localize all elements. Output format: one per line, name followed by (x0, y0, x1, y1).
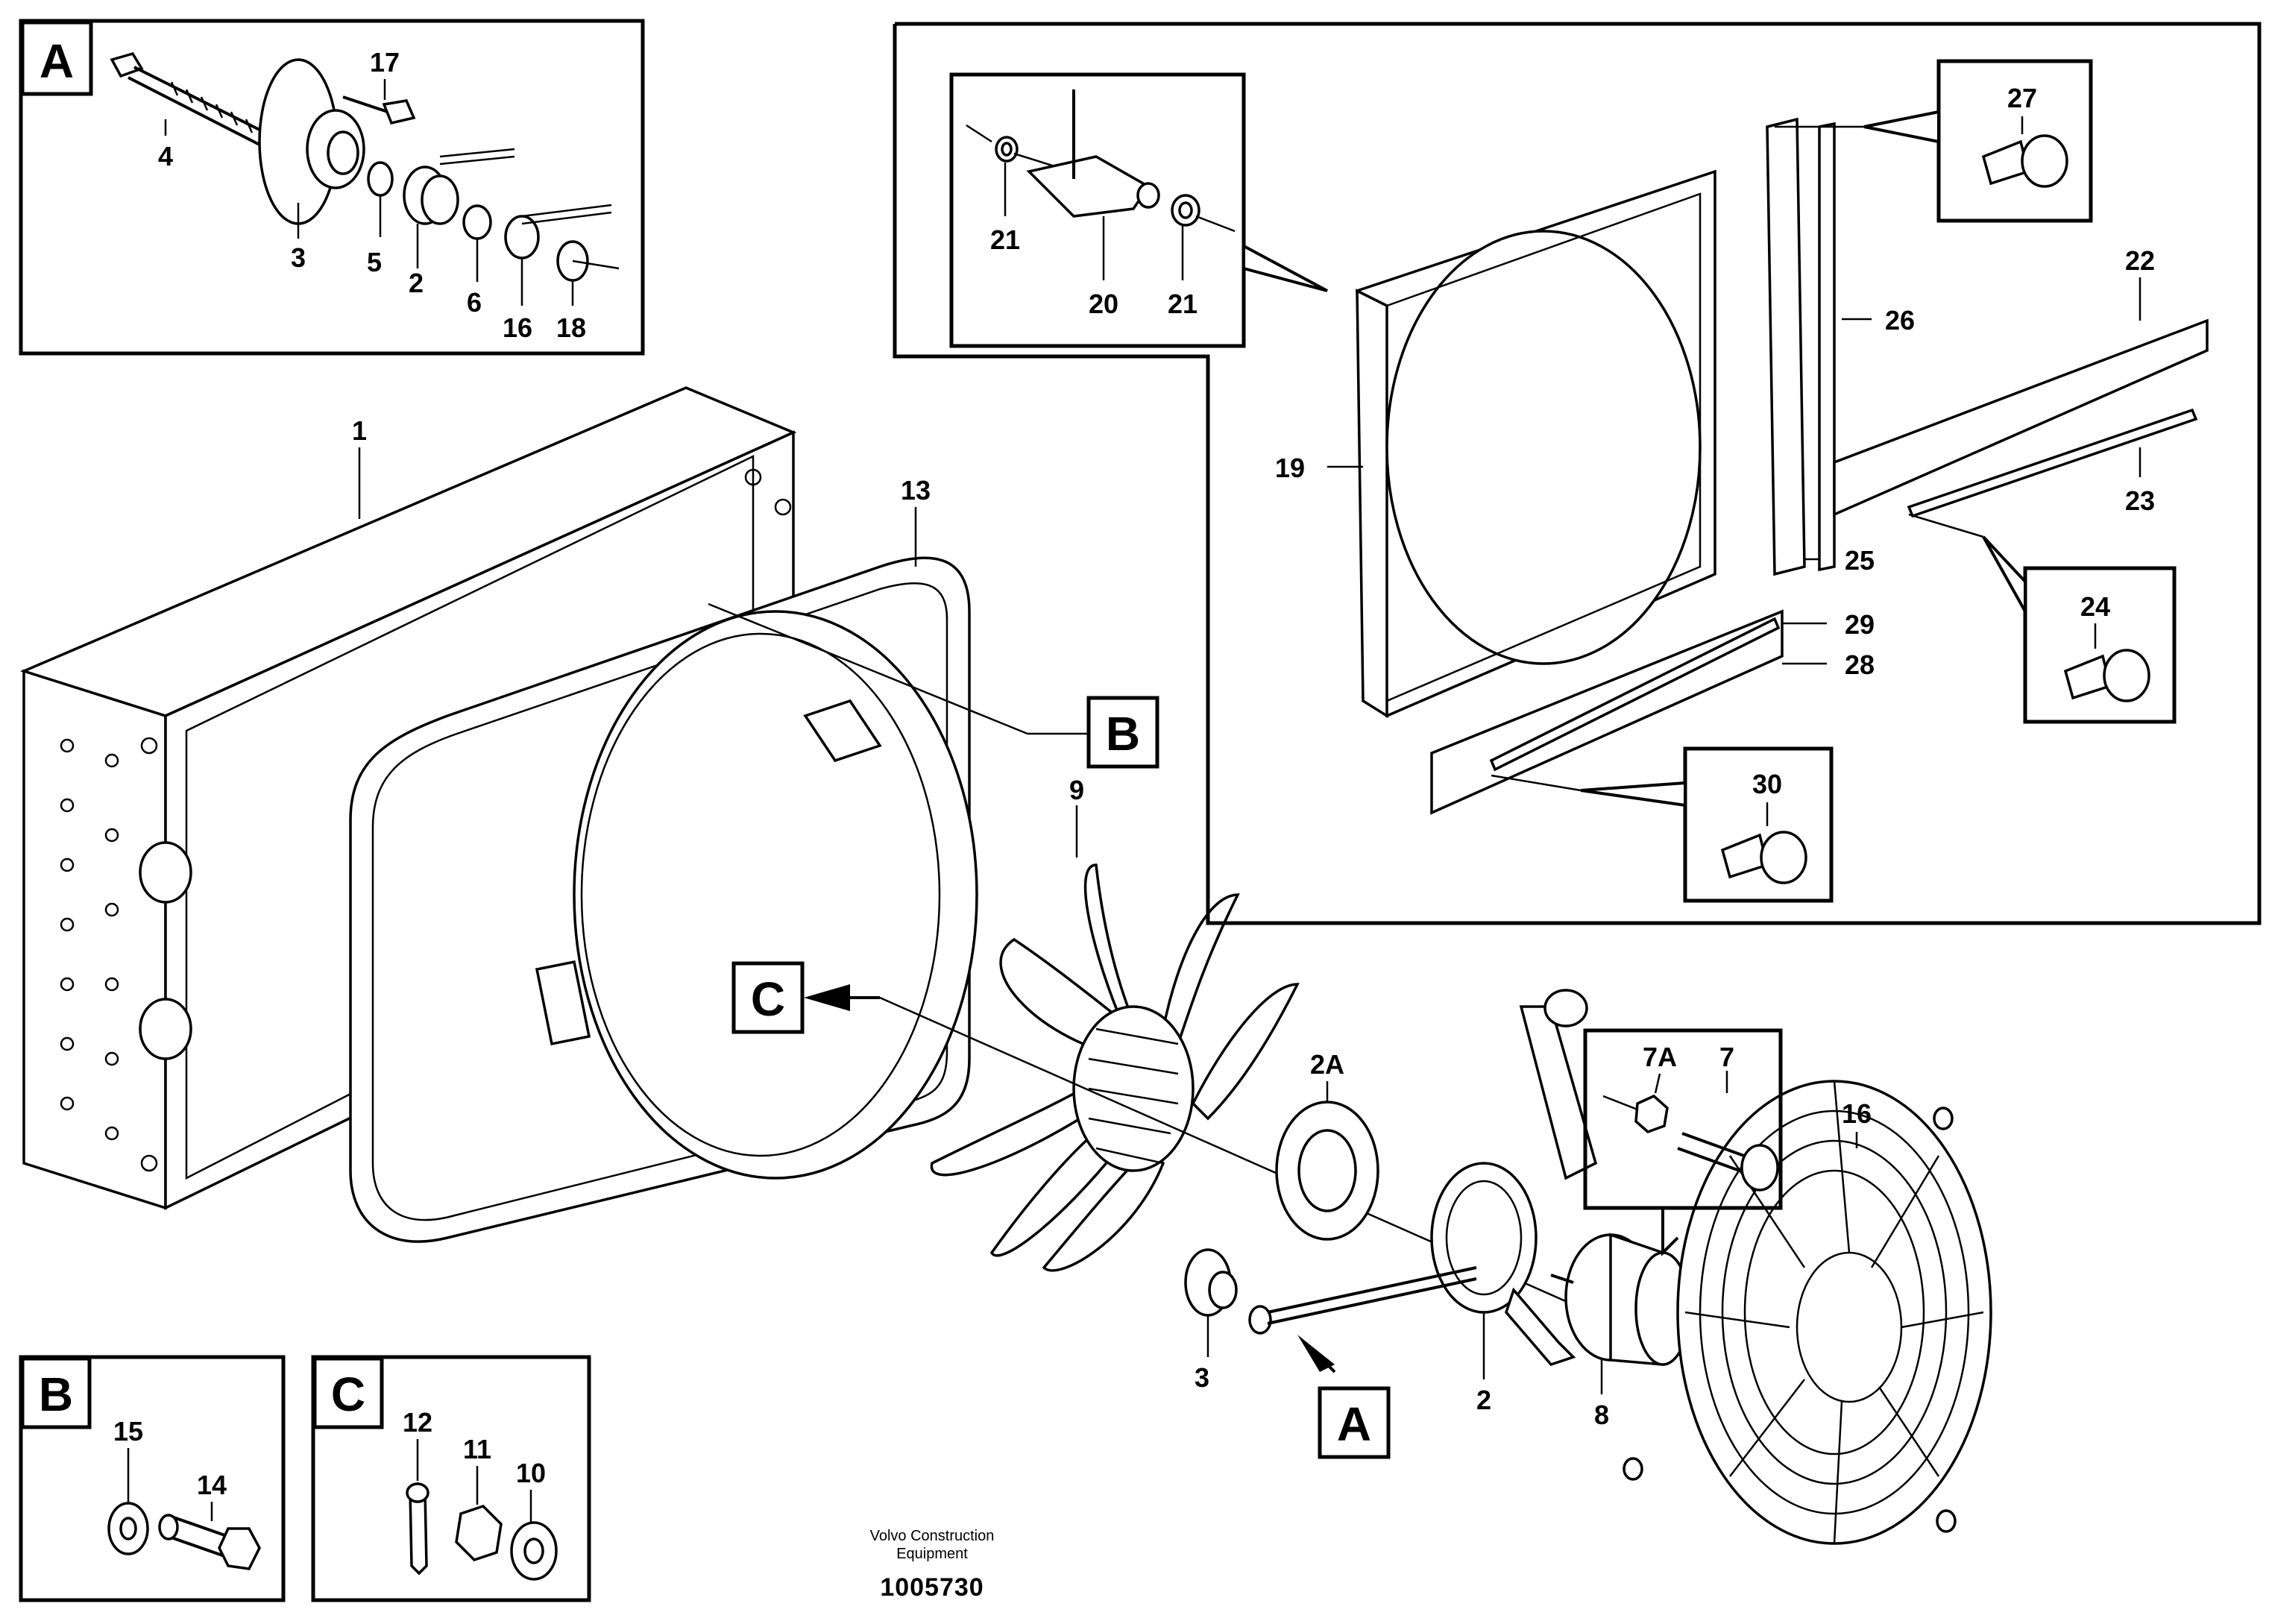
label-1: 1 (352, 415, 367, 446)
label-5: 5 (367, 247, 382, 277)
label-6: 6 (467, 287, 482, 318)
label-17: 17 (370, 47, 400, 78)
label-2a: 2A (1310, 1049, 1344, 1080)
shroud-frame-part-19: 19 (1275, 169, 1716, 719)
fan-guard-part-16: 16 (1623, 1080, 1992, 1545)
label-18: 18 (556, 312, 586, 343)
nut-part-11 (455, 1504, 503, 1562)
label-22: 22 (2125, 245, 2155, 276)
label-25: 25 (1845, 545, 1875, 576)
bottom-strip-part-29: 29 (1489, 609, 1875, 772)
label-16: 16 (503, 312, 532, 343)
washer-part-5 (367, 161, 394, 197)
caption-line-2: Equipment (896, 1546, 968, 1562)
callout-b-letter: B (1106, 707, 1140, 761)
label-14: 14 (197, 1470, 227, 1500)
label-3b: 3 (1195, 1362, 1209, 1393)
detail-c-letter: C (331, 1368, 365, 1421)
shroud-inset-panel: 21 20 21 19 25 26 22 (893, 22, 2262, 925)
detail-panel-c: C 12 11 10 (311, 1355, 591, 1602)
label-2: 2 (409, 268, 424, 298)
label-20: 20 (1089, 289, 1118, 319)
caption-line-1: Volvo Construction (870, 1528, 995, 1544)
top-seal-part-22: 22 (1833, 245, 2209, 517)
detail-a-letter: A (40, 34, 74, 88)
label-10: 10 (516, 1458, 546, 1488)
label-24: 24 (2080, 591, 2110, 622)
motor-bracket-part-2: 2 (1430, 989, 1598, 1415)
hydraulic-motor-part-8: 8 (1550, 1233, 1691, 1430)
label-8: 8 (1594, 1400, 1609, 1430)
top-strip-part-23: 23 (1907, 408, 2198, 518)
detail-panel-screw-24: 24 (1908, 513, 2177, 724)
label-21b: 21 (1168, 289, 1198, 319)
bolt-part-4 (110, 51, 269, 148)
label-16b: 16 (1842, 1098, 1872, 1129)
callout-a: A (1318, 1386, 1391, 1459)
nut-part-6 (462, 204, 492, 240)
label-4: 4 (158, 141, 173, 171)
label-7a: 7A (1643, 1042, 1677, 1072)
detail-panel-screw-27: 27 (1775, 59, 2093, 223)
adapter-plate-part-2a: 2A (1275, 1049, 1379, 1241)
callout-b: B (1086, 696, 1159, 769)
label-13: 13 (901, 475, 931, 506)
side-strip-part-26: 26 (1818, 122, 1915, 572)
detail-b-letter: B (39, 1368, 73, 1421)
label-7: 7 (1719, 1042, 1734, 1072)
label-30: 30 (1752, 769, 1782, 799)
label-28: 28 (1845, 649, 1875, 680)
label-15: 15 (113, 1416, 143, 1447)
bolt-part-17 (342, 95, 416, 125)
detail-panel-b: B 15 14 (19, 1355, 286, 1602)
label-21: 21 (990, 224, 1020, 255)
label-27: 27 (2007, 83, 2037, 113)
label-3: 3 (291, 242, 306, 273)
bolt-part-14 (158, 1514, 261, 1570)
label-29: 29 (1845, 609, 1875, 640)
stay-rod-assembly: 3 (1184, 1248, 1477, 1393)
label-23: 23 (2125, 485, 2155, 516)
detail-panel-bolt-7: 7A 7 (1583, 1028, 1783, 1256)
label-11: 11 (463, 1434, 491, 1464)
callout-c: C (731, 961, 880, 1034)
detail-panel-screw-30: 30 (1491, 746, 1834, 903)
fan-part-9: 9 (930, 775, 1300, 1272)
figure-number: 1005730 (880, 1573, 984, 1602)
fan-shroud-part-13: 13 (349, 475, 978, 1243)
label-2b: 2 (1476, 1385, 1491, 1415)
spacer-part-2 (403, 166, 459, 225)
detail-panel-bracket-20: 21 20 21 (949, 72, 1328, 348)
detail-panel-a: A (19, 19, 645, 356)
callout-a-letter: A (1337, 1397, 1371, 1451)
side-seal-part-25: 25 (1766, 117, 1875, 576)
label-9: 9 (1069, 775, 1084, 805)
label-26: 26 (1885, 305, 1915, 336)
label-12: 12 (403, 1407, 432, 1438)
label-19: 19 (1275, 453, 1305, 483)
flange-part-3 (258, 58, 365, 225)
callout-c-letter: C (751, 972, 785, 1026)
